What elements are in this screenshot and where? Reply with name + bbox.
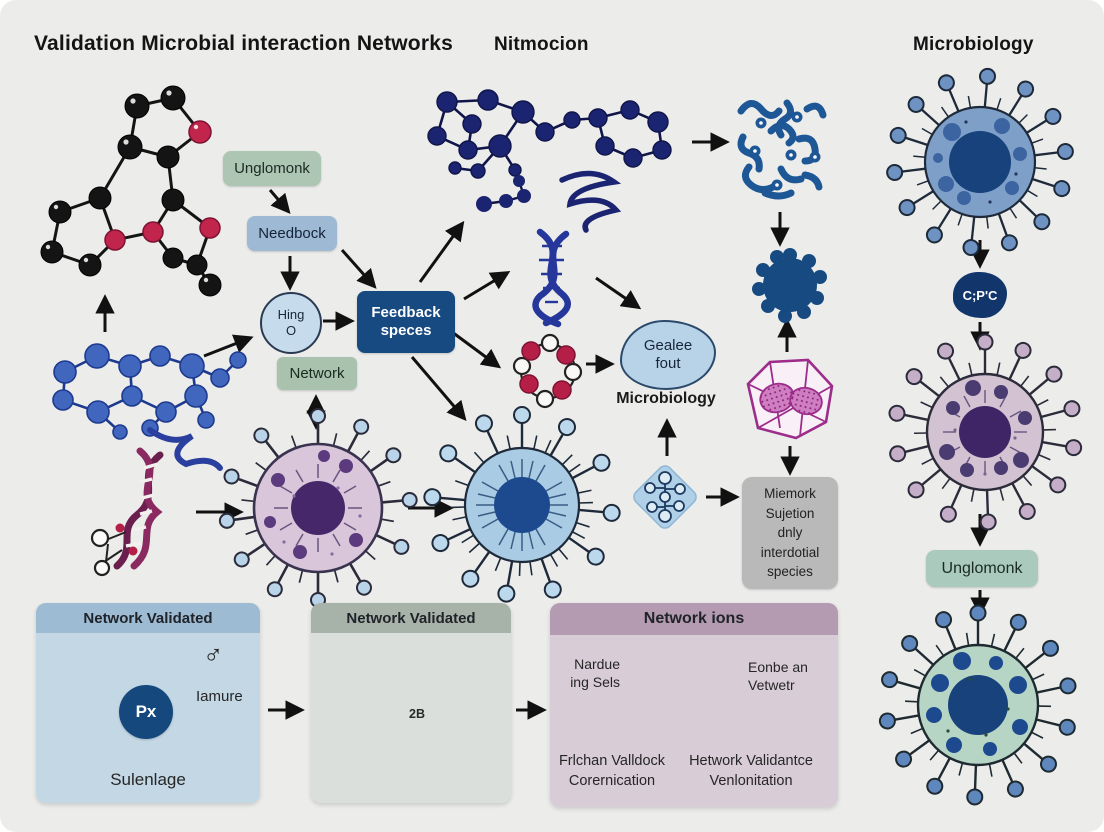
- panel1-header: Network Validated: [36, 603, 260, 633]
- molecule-navy-icon: [427, 89, 672, 233]
- nardue-label: Nardue ing Sels: [558, 655, 620, 691]
- virus-pink-icon: [217, 407, 419, 609]
- male-icon: ♂: [203, 640, 224, 670]
- cpc-label: C;P'C: [962, 287, 998, 303]
- axis-right-label: Hetwork Validantce Venlonitation: [676, 752, 826, 791]
- miemork-line4: interdotial: [760, 544, 820, 560]
- capsid-magenta-icon: [746, 358, 834, 440]
- feedback-label-line1: Feedback: [371, 304, 441, 321]
- virus-lavender-icon: [886, 333, 1084, 531]
- nardue-line1: Nardue: [574, 656, 620, 672]
- cpc-blob: C;P'C: [953, 272, 1007, 318]
- title-left: Validation Microbial interaction Network…: [34, 32, 453, 55]
- molecule-black-red-icon: [40, 85, 222, 297]
- panel2-header-label: Network Validated: [346, 609, 476, 627]
- miemork-line2: Sujetion: [765, 505, 815, 521]
- title-middle: Nitmocion: [494, 34, 589, 55]
- molecule-ring-icon: [512, 333, 583, 409]
- panel3-header-label: Network ions: [643, 610, 745, 627]
- microbiology-label: Microbiology: [616, 390, 716, 407]
- miemork-line3: dnly: [777, 525, 803, 541]
- nardue-line2: ing Sels: [570, 674, 620, 691]
- eonbe-line2: Vetwetr: [748, 677, 795, 694]
- unglomonk-box: Unglomonk: [223, 151, 321, 186]
- hing-label-line1: Hing: [277, 307, 305, 323]
- gealee-fout-blob: Gealee fout: [620, 320, 716, 390]
- unglomonk-box-right: Unglomonk: [926, 550, 1038, 587]
- hing-label-line2: O: [285, 323, 297, 338]
- diamond-network-icon: [633, 465, 697, 529]
- panel-network-ions: Network ions: [550, 603, 838, 807]
- feedback-label-line2: speces: [380, 322, 432, 339]
- needbock-label: Needbock: [258, 224, 326, 242]
- network-label: Network: [289, 364, 345, 382]
- panel-network-validated-2: Network Validated: [311, 603, 511, 803]
- panel3-header: Network ions: [550, 603, 838, 635]
- squiggle-pattern-icon: [737, 99, 827, 200]
- node-2b-label: 2B: [409, 707, 425, 721]
- axis-left-label: Frlchan Valldock Corernication: [552, 752, 672, 791]
- network-box: Network: [277, 357, 357, 390]
- axis-right-line2: Venlonitation: [709, 772, 793, 789]
- axis-right-line1: Hetwork Validantce: [689, 753, 813, 769]
- eonbe-label: Eonbe an Vetwetr: [748, 658, 808, 694]
- gealee-label-line2: fout: [655, 355, 681, 372]
- dna-maroon-icon: [90, 447, 164, 577]
- miemork-box: Miemork Sujetion dnly interdotial specie…: [742, 477, 838, 589]
- gealee-label-line1: Gealee: [643, 337, 693, 354]
- eonbe-line1: Eonbe an: [748, 659, 808, 675]
- miemork-line1: Miemork: [764, 486, 816, 502]
- axis-left-line1: Frlchan Valldock: [558, 753, 666, 769]
- sulenlage-label: Sulenlage: [110, 770, 186, 789]
- virus-blob-icon: [752, 248, 827, 323]
- unglomonk-right-label: Unglomonk: [941, 559, 1023, 577]
- miemork-line5: species: [767, 564, 813, 580]
- virus-green-icon: [877, 604, 1079, 806]
- title-right: Microbiology: [913, 34, 1034, 55]
- dna-blue-icon: [532, 228, 571, 328]
- panel1-header-label: Network Validated: [83, 609, 213, 627]
- hing-o-circle: Hing O: [260, 292, 322, 354]
- iamure-label: Iamure: [196, 688, 243, 705]
- axis-left-line2: Corernication: [568, 772, 656, 789]
- unglomonk-label: Unglomonk: [234, 159, 310, 177]
- virus-steelblue-icon: [885, 67, 1075, 257]
- px-node: Px: [119, 685, 173, 739]
- needbock-box: Needbock: [247, 216, 337, 251]
- panel2-header: Network Validated: [311, 603, 511, 633]
- molecule-blue-icon: [52, 343, 247, 471]
- virus-blue-icon: [422, 405, 622, 605]
- px-label: Px: [135, 701, 157, 721]
- feedback-speces-box: Feedback speces: [357, 291, 455, 353]
